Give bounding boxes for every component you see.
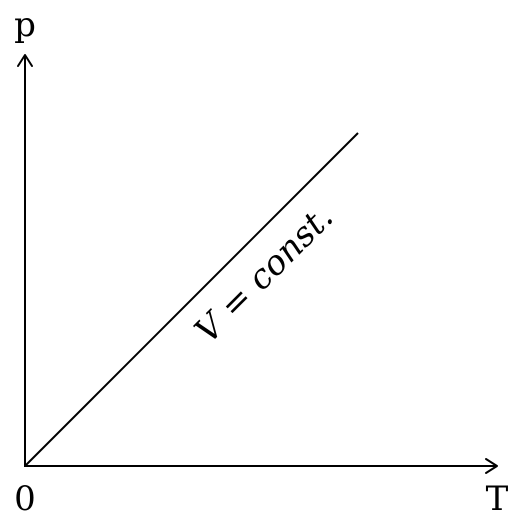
x-axis-label: T [486, 479, 509, 519]
x-axis-arrowhead [485, 458, 498, 474]
isochore-line [24, 132, 359, 467]
isochore-label: V = const. [187, 197, 341, 351]
y-axis-arrowhead [17, 54, 33, 67]
origin-label: 0 [14, 479, 36, 519]
y-axis-label: p [14, 5, 36, 45]
